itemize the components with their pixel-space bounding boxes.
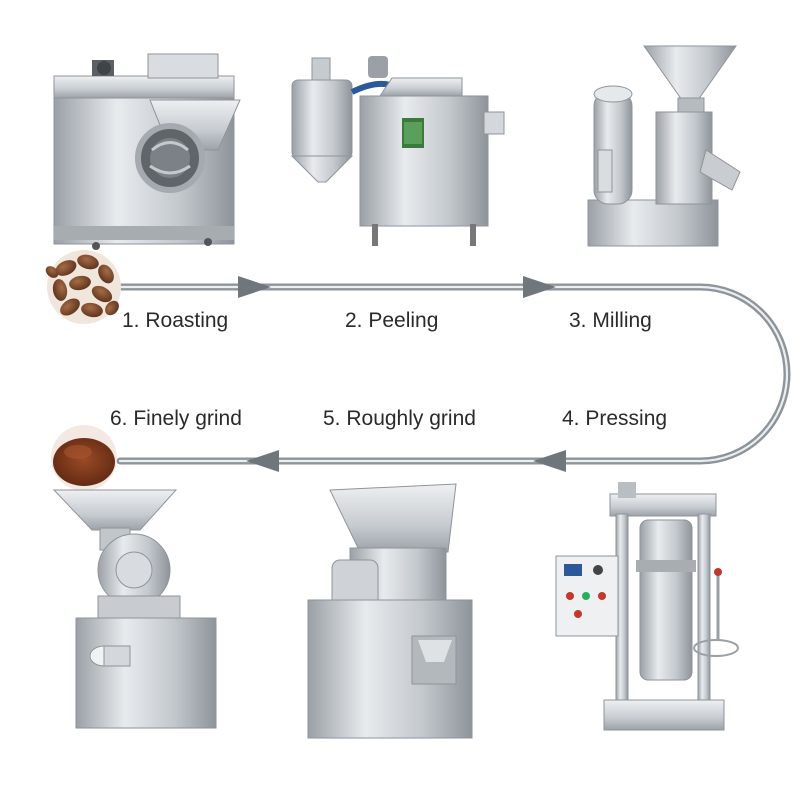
step-label-peeling: 2. Peeling [345, 309, 439, 332]
flow-arrow-left-2 [246, 450, 279, 472]
milling-machine [587, 45, 741, 247]
step-label-roughly-grind: 5. Roughly grind [323, 407, 476, 430]
peeling-machine [290, 56, 505, 246]
flow-arrow-right-2 [523, 276, 556, 298]
cocoa-powder-icon [51, 425, 117, 491]
flow-arrow-left-1 [533, 450, 566, 472]
step-label-milling: 3. Milling [569, 309, 652, 332]
step-label-finely-grind: 6. Finely grind [110, 407, 242, 430]
step-label-pressing: 4. Pressing [562, 407, 668, 430]
flow-line [116, 283, 791, 465]
roasting-machine [53, 53, 241, 250]
rough-grinding-machine [307, 483, 473, 739]
flow-arrow-right-1 [238, 276, 271, 298]
cocoa-beans-icon [45, 250, 121, 324]
step-label-roasting: 1. Roasting [122, 309, 229, 332]
fine-grinding-machine [52, 489, 217, 729]
pressing-machine [555, 482, 739, 731]
